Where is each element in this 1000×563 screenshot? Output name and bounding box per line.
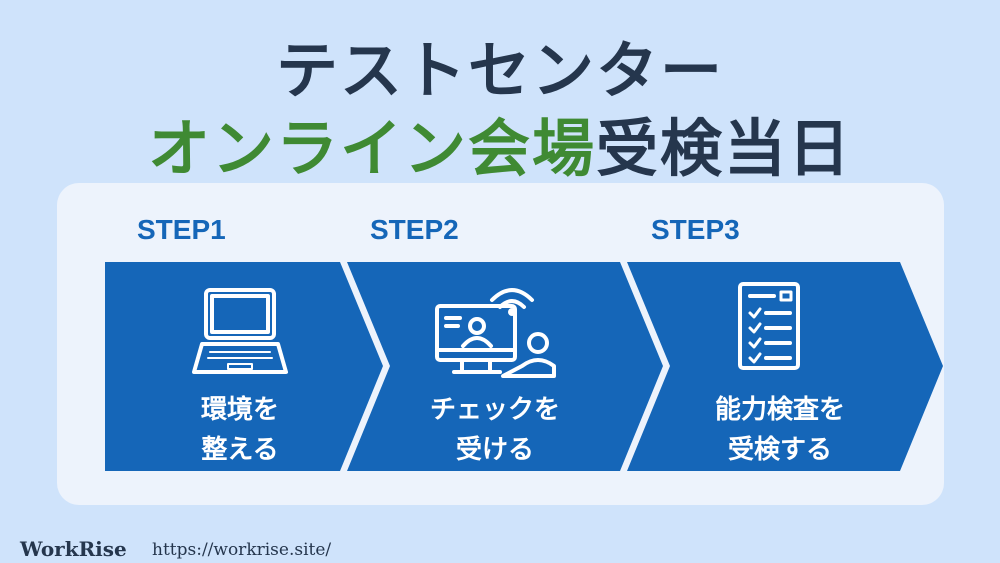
step3-label: STEP3 — [651, 214, 740, 245]
step1-label: STEP1 — [137, 214, 226, 245]
site-url[interactable]: https://workrise.site/ — [152, 540, 332, 560]
step3-text: 能力検査を 受検する — [660, 390, 900, 470]
laptop-icon — [192, 288, 288, 374]
step2-label: STEP2 — [370, 214, 459, 245]
title-exam-day: 受検当日 — [596, 112, 853, 185]
step3-text-line2: 受検する — [727, 435, 832, 465]
page-title-line2: オンライン会場受検当日 — [0, 98, 1000, 188]
checklist-icon — [738, 282, 800, 370]
step2-text: チェックを 受ける — [375, 390, 615, 470]
step2-text-line1: チェックを — [429, 395, 560, 425]
step2-chevron — [347, 262, 663, 471]
webcam-monitor-icon — [435, 288, 556, 378]
step3-text-line1: 能力検査を — [714, 395, 845, 425]
step1-text: 環境を 整える — [120, 390, 360, 470]
step1-text-line2: 整える — [201, 435, 279, 465]
step1-chevron — [105, 262, 383, 471]
step2-text-line2: 受ける — [455, 435, 534, 465]
title-highlight-online-venue: オンライン会場 — [147, 112, 596, 185]
step1-text-line1: 環境を — [200, 395, 279, 425]
page-title-line1: テストセンター — [275, 34, 724, 107]
brand-logo: WorkRise — [20, 537, 127, 561]
